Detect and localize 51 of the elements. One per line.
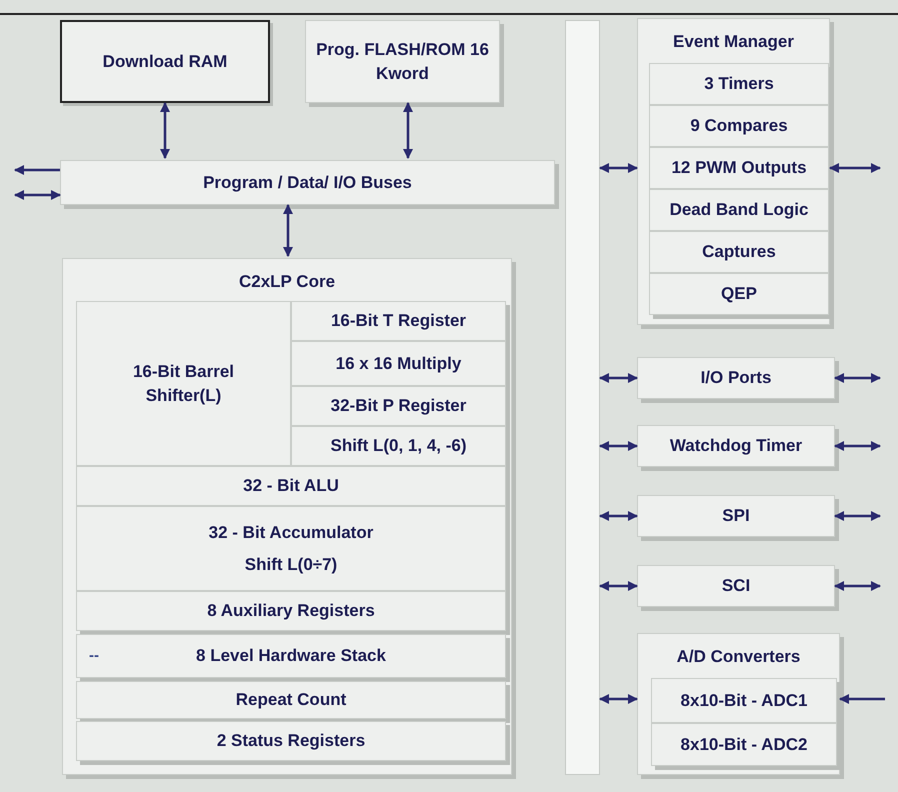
bus-arrow bbox=[599, 581, 638, 591]
bus-arrow bbox=[834, 581, 881, 591]
bus-arrow bbox=[599, 373, 638, 383]
block-label: 32 - Bit ALU bbox=[243, 475, 339, 497]
bus-arrow bbox=[599, 511, 638, 521]
bus-arrow bbox=[14, 190, 61, 200]
block-heading: A/D Converters bbox=[676, 646, 802, 668]
block-label: 8x10-Bit - ADC1 bbox=[680, 690, 808, 712]
block-label: Captures bbox=[702, 241, 776, 263]
block-label: Download RAM bbox=[102, 50, 228, 72]
block-label: Repeat Count bbox=[236, 689, 346, 711]
dash-mark: -- bbox=[89, 646, 99, 666]
block-label: Program / Data/ I/O Buses bbox=[203, 172, 412, 194]
block-label: Dead Band Logic bbox=[670, 199, 808, 221]
bus-arrow bbox=[403, 102, 413, 159]
block-label: SCI bbox=[722, 575, 750, 597]
block-label: SPI bbox=[722, 505, 750, 527]
block-label: 32 - Bit Accumulator bbox=[208, 522, 374, 544]
block-label: Shift L(0÷7) bbox=[244, 554, 338, 576]
memory-box bbox=[60, 20, 270, 103]
block-heading: C2xLP Core bbox=[238, 271, 336, 293]
block-label: 16-Bit Barrel Shifter(L) bbox=[132, 360, 236, 406]
block-label: Prog. FLASH/ROM 16 Kword bbox=[315, 38, 490, 84]
bus-arrow bbox=[599, 163, 638, 173]
block-label: Shift L(0, 1, 4, -6) bbox=[330, 435, 467, 457]
block-label: 8 Auxiliary Registers bbox=[207, 600, 375, 622]
bus-arrow bbox=[839, 694, 885, 704]
block-label: 9 Compares bbox=[690, 115, 788, 137]
bus-arrow bbox=[599, 694, 638, 704]
bus-arrow bbox=[834, 373, 881, 383]
block-label: 32-Bit P Register bbox=[330, 395, 466, 417]
block-label: QEP bbox=[721, 283, 757, 305]
block-heading: Event Manager bbox=[672, 31, 795, 53]
bus-arrow bbox=[834, 441, 881, 451]
block-label: 16 x 16 Multiply bbox=[336, 352, 462, 374]
block-label: 12 PWM Outputs bbox=[671, 157, 807, 179]
block-label: 2 Status Registers bbox=[216, 730, 366, 752]
bus-arrow bbox=[14, 165, 60, 175]
block-label: I/O Ports bbox=[700, 367, 772, 389]
bus-arrow bbox=[283, 204, 293, 257]
block-label: 3 Timers bbox=[704, 73, 774, 95]
bus-bar bbox=[565, 20, 600, 775]
block-label: 8 Level Hardware Stack bbox=[196, 645, 386, 667]
bus-arrow bbox=[834, 511, 881, 521]
block-label: Watchdog Timer bbox=[670, 435, 802, 457]
block-label: 16-Bit T Register bbox=[330, 310, 466, 332]
block-label: 8x10-Bit - ADC2 bbox=[680, 734, 808, 756]
bus-arrow bbox=[829, 163, 881, 173]
block-box bbox=[76, 301, 291, 466]
bus-arrow bbox=[160, 102, 170, 159]
bus-arrow bbox=[599, 441, 638, 451]
